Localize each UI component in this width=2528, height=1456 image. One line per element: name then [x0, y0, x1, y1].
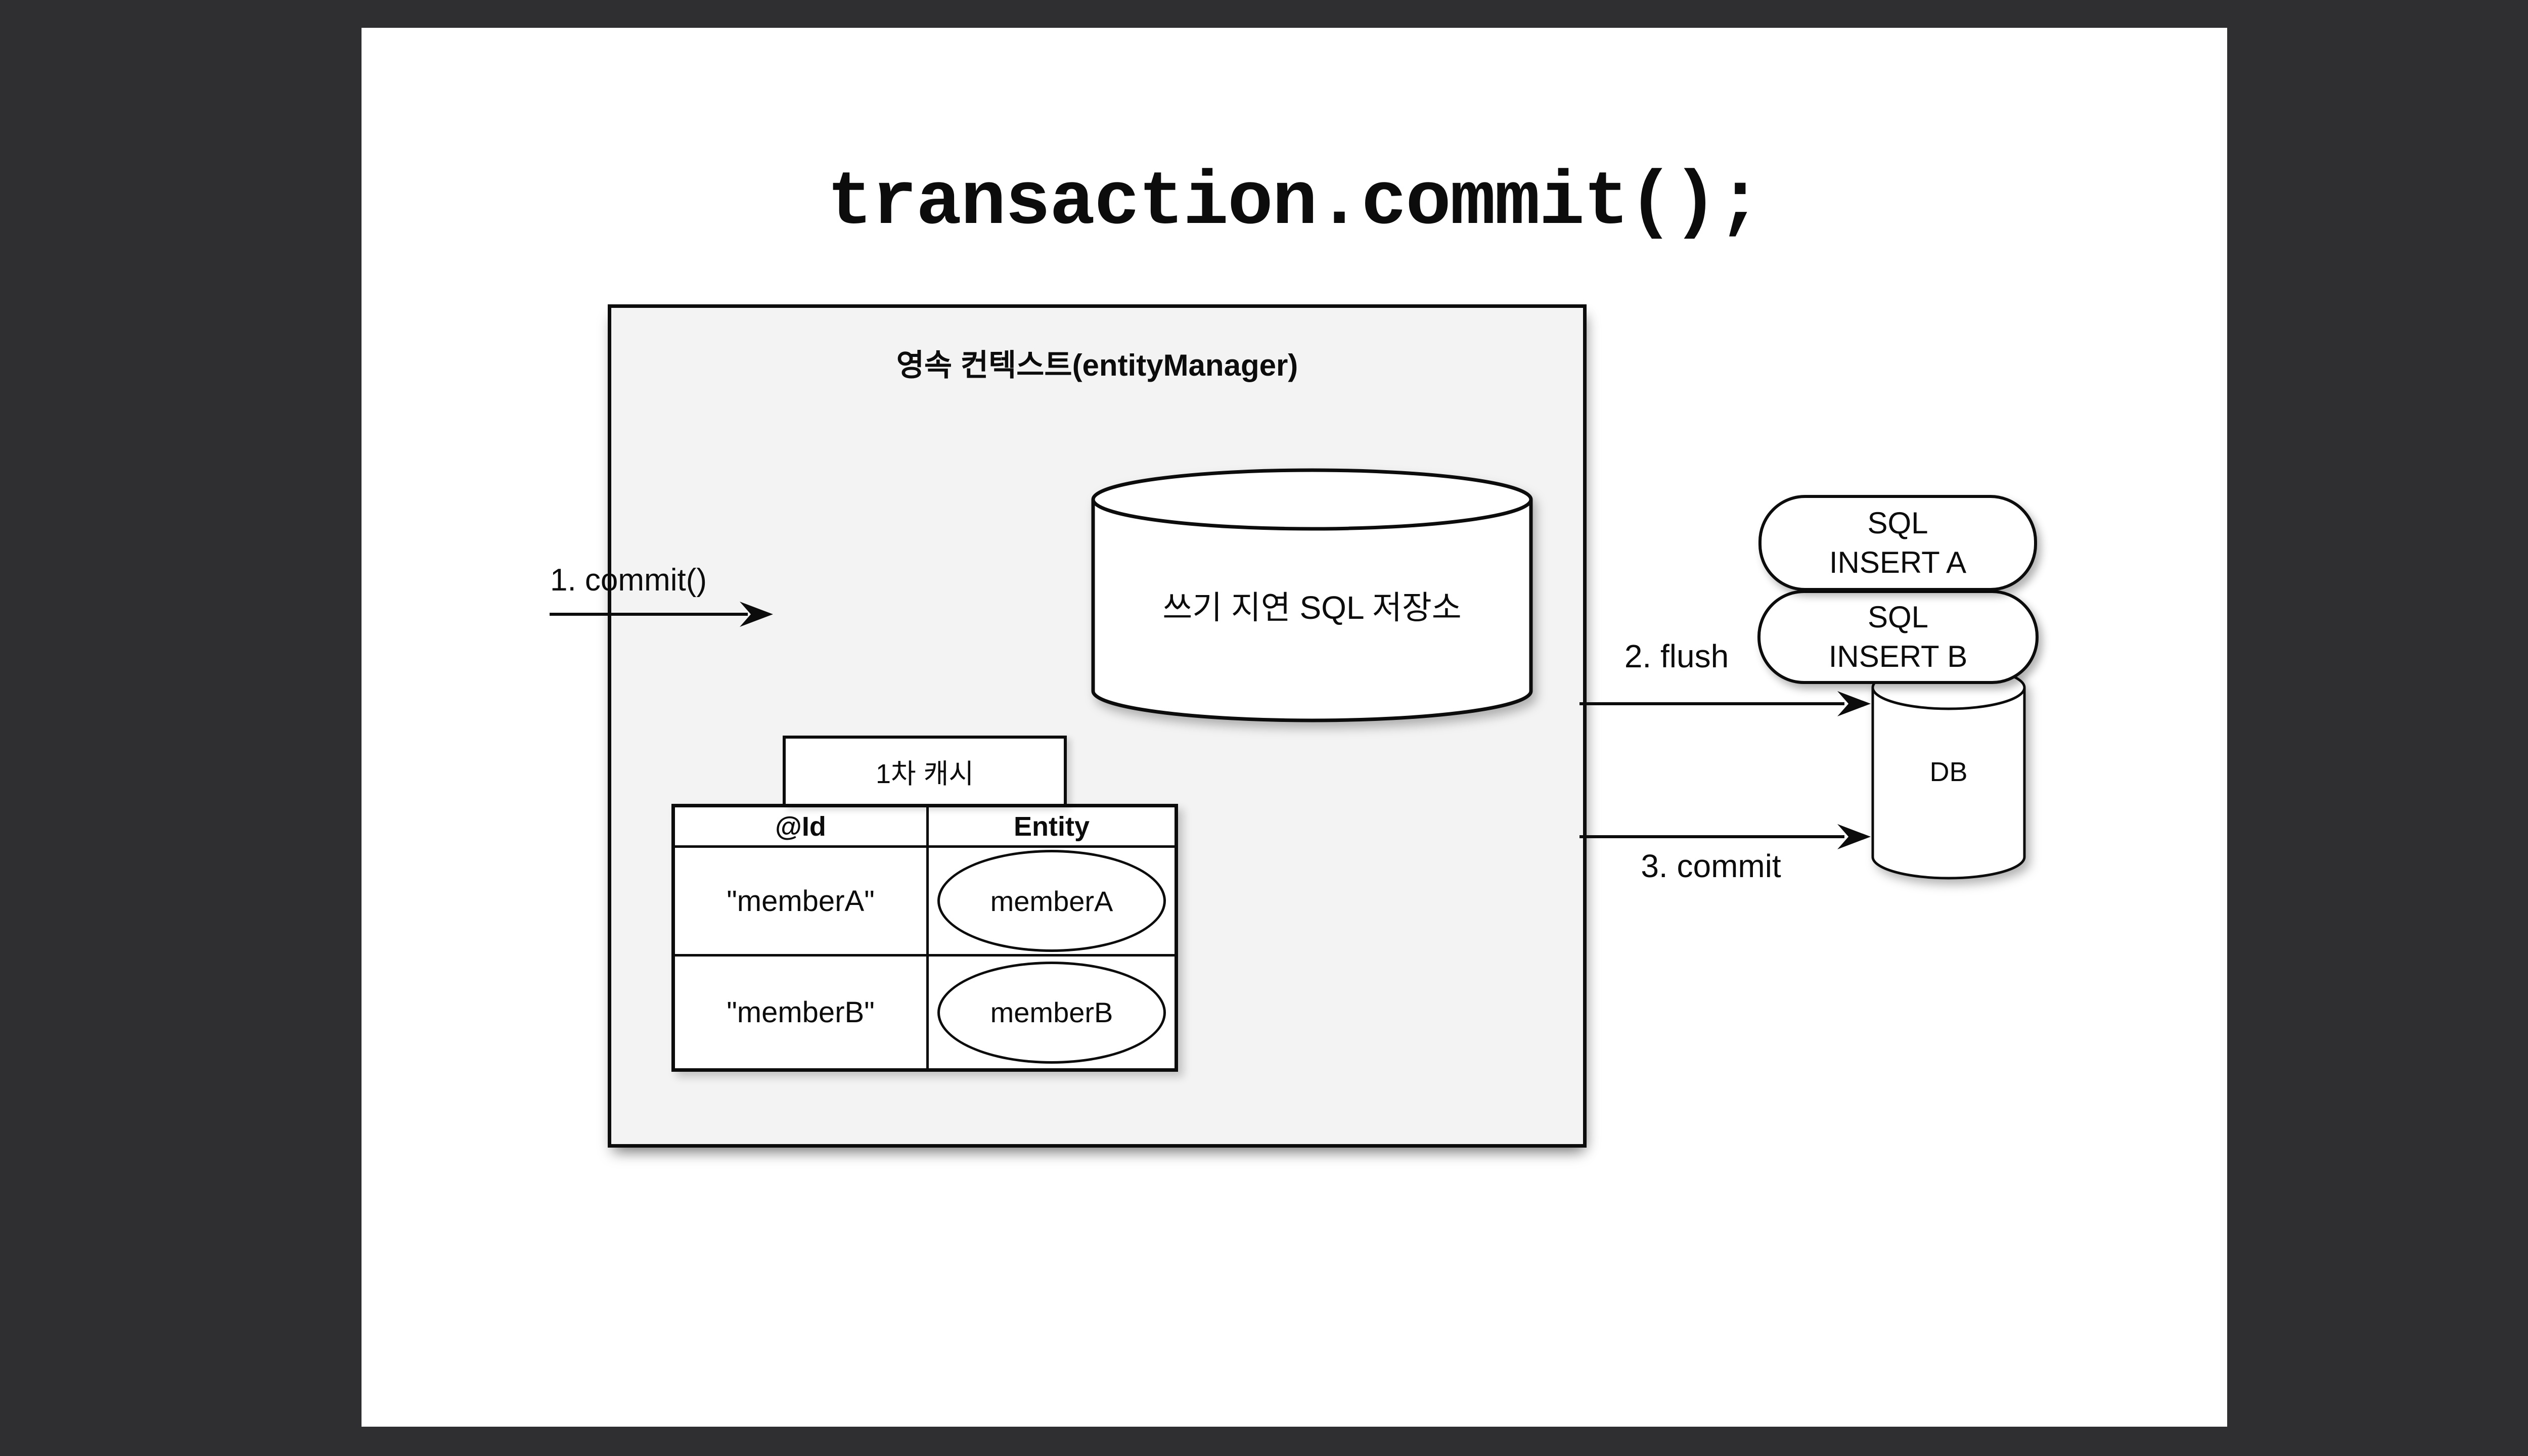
column-header-id: @Id [675, 807, 929, 848]
commit-db-arrow-icon [1579, 824, 1871, 849]
commit-db-step-label: 3. commit [1641, 848, 1781, 884]
sql-insert-a-line2: INSERT A [1829, 545, 1967, 579]
sql-insert-b-line2: INSERT B [1828, 640, 1968, 673]
entity-ellipse-membera-label: memberA [990, 885, 1113, 917]
sql-insert-a-line1: SQL [1867, 506, 1928, 540]
sql-insert-b-line1: SQL [1867, 600, 1929, 634]
sql-insert-a-box: SQL INSERT A [1758, 495, 2037, 591]
entity-ellipse-memberb: memberB [937, 961, 1166, 1064]
first-level-cache-table: @Id Entity "memberA" memberA "memberB" m… [671, 804, 1178, 1072]
table-cell-entity-memberb: memberB [929, 957, 1175, 1068]
write-behind-store-label: 쓰기 지연 SQL 저장소 [1162, 589, 1462, 626]
commit-step-label: 1. commit() [550, 563, 707, 598]
write-behind-store-cylinder-icon [1091, 468, 1533, 722]
sql-insert-b-box: SQL INSERT B [1757, 590, 2039, 684]
flush-step-label: 2. flush [1624, 638, 1729, 674]
persistence-context-label: 영속 컨텍스트(entityManager) [896, 348, 1298, 382]
commit-arrow-icon [550, 602, 773, 627]
slide-title: transaction.commit(); [827, 160, 1763, 246]
entity-ellipse-memberb-label: memberB [990, 996, 1113, 1028]
entity-ellipse-membera: memberA [937, 850, 1166, 952]
table-cell-id-memberb: "memberB" [675, 957, 929, 1068]
db-label: DB [1929, 757, 1968, 787]
table-cell-entity-membera: memberA [929, 848, 1175, 957]
column-header-entity: Entity [929, 807, 1175, 848]
slide: transaction.commit(); 영속 컨텍스트(entityMana… [362, 28, 2227, 1427]
first-level-cache-tab-label: 1차 캐시 [875, 759, 974, 789]
first-level-cache-tab: 1차 캐시 [783, 736, 1067, 807]
table-cell-id-membera: "memberA" [675, 848, 929, 957]
flush-arrow-icon [1579, 691, 1871, 716]
